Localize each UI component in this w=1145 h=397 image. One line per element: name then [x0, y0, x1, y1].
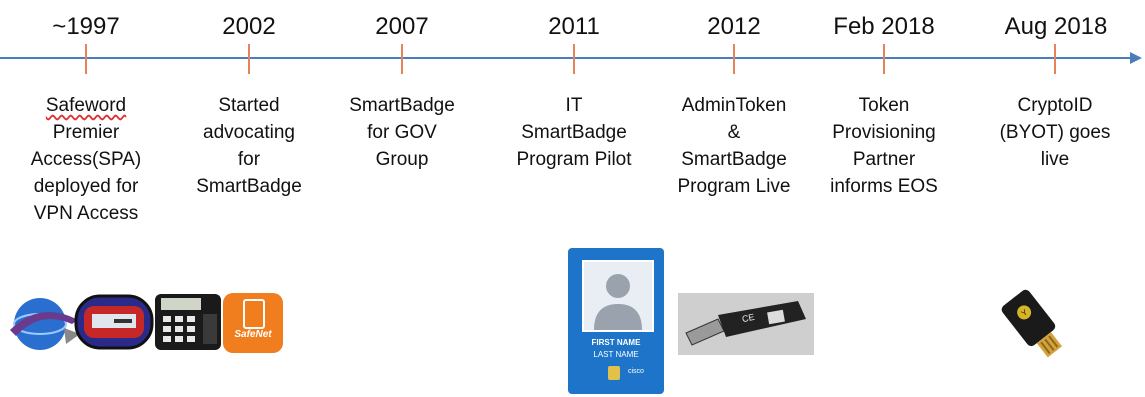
event-line: Access(SPA) — [30, 149, 142, 170]
timeline-axis — [0, 57, 1132, 59]
event-line: informs EOS — [830, 176, 938, 197]
year-label: 2011 — [548, 13, 600, 40]
event-line: CryptoID — [1017, 95, 1093, 116]
event-line: for — [237, 149, 261, 170]
cryptoid-key-image: Y — [1001, 289, 1063, 358]
event-line: IT — [565, 95, 583, 116]
event-line: SmartBadge — [681, 149, 787, 170]
event-line: SmartBadge — [521, 122, 627, 143]
timeline-tick — [1054, 44, 1056, 74]
year-label: 2007 — [375, 13, 429, 40]
event-line: & — [727, 122, 741, 143]
keypad-token-image — [155, 294, 221, 350]
event-description: Safeword Premier Access(SPA) deployed fo… — [11, 92, 161, 227]
timeline-tick — [401, 44, 403, 74]
timeline-tick — [883, 44, 885, 74]
badge-brand: cisco — [628, 368, 644, 375]
event-line: advocating — [203, 122, 295, 143]
year-label: ~1997 — [52, 13, 120, 40]
event-line: Safeword — [45, 95, 127, 116]
event-line: deployed for — [33, 176, 139, 197]
event-line: SmartBadge — [349, 95, 455, 116]
event-description: SmartBadge for GOV Group — [327, 92, 477, 173]
year-label: Aug 2018 — [1004, 13, 1108, 40]
event-line: VPN Access — [33, 203, 139, 224]
timeline-tick — [85, 44, 87, 74]
usb-token-drawing — [685, 301, 806, 346]
person-silhouette-icon — [594, 274, 642, 330]
vpn-globe-image — [10, 298, 80, 350]
event-line: AdminToken — [681, 95, 787, 116]
timeline-tick — [248, 44, 250, 74]
year-label: 2012 — [707, 13, 761, 40]
safenet-label: SafeNet — [234, 329, 272, 340]
event-line: Token — [858, 95, 910, 116]
year-label: Feb 2018 — [833, 13, 935, 40]
timeline-tick — [733, 44, 735, 74]
badge-chip — [608, 366, 620, 380]
event-line: SmartBadge — [196, 176, 302, 197]
safenet-app-icon: SafeNet — [223, 293, 283, 353]
event-description: Started advocating for SmartBadge — [174, 92, 324, 200]
event-line: for GOV — [367, 122, 437, 143]
badge-first-name: FIRST NAME — [591, 338, 641, 347]
timeline-arrowhead — [1130, 52, 1142, 64]
year-label: 2002 — [222, 13, 276, 40]
safeword-token-image — [74, 294, 154, 350]
timeline-tick — [573, 44, 575, 74]
event-line: live — [1040, 149, 1070, 170]
event-line: (BYOT) goes — [999, 122, 1111, 143]
event-line: Partner — [852, 149, 916, 170]
event-description: IT SmartBadge Program Pilot — [499, 92, 649, 173]
admintoken-usb-image: CE — [678, 293, 814, 355]
event-description: AdminToken & SmartBadge Program Live — [659, 92, 809, 200]
event-line: Started — [218, 95, 280, 116]
event-description: Token Provisioning Partner informs EOS — [809, 92, 959, 200]
event-line: Program Live — [677, 176, 791, 197]
smartbadge-card-image: FIRST NAME LAST NAME cisco — [568, 248, 664, 394]
event-description: CryptoID (BYOT) goes live — [980, 92, 1130, 173]
event-line: Provisioning — [832, 122, 936, 143]
event-line: Program Pilot — [516, 149, 632, 170]
svg-text:Y: Y — [1020, 307, 1030, 318]
badge-last-name: LAST NAME — [593, 350, 639, 359]
badge-photo-placeholder — [582, 260, 654, 332]
event-line: Premier — [52, 122, 120, 143]
event-line: Group — [375, 149, 429, 170]
